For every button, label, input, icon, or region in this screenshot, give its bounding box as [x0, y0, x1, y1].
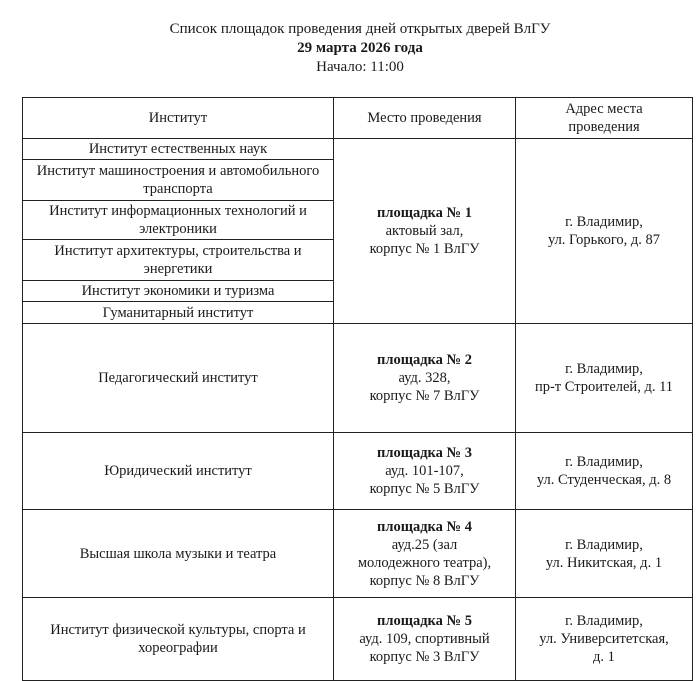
event-date: 29 марта 2026 года — [297, 40, 423, 56]
institute-cell: Высшая школа музыки и театра — [22, 509, 334, 598]
place-cell: площадка № 3 ауд. 101-107, корпус № 5 Вл… — [333, 432, 516, 510]
place-title: площадка № 3 — [376, 445, 473, 461]
institute-cell: Институт естественных наук — [22, 138, 334, 160]
place-cell: площадка № 4 ауд.25 (зал молодежного теа… — [333, 509, 516, 598]
place-line: корпус № 8 ВлГУ — [369, 572, 480, 589]
table-row: Юридический институт площадка № 3 ауд. 1… — [22, 432, 693, 510]
address-line: г. Владимир, — [565, 613, 643, 629]
institute-cell: Институт экономики и туризма — [22, 280, 334, 302]
address-line: ул. Горького, д. 87 — [547, 232, 661, 248]
place-line: ауд. 101-107, — [385, 463, 464, 479]
table-row: Высшая школа музыки и театра площадка № … — [22, 509, 693, 598]
institute-cell: Институт машиностроения и автомобильного… — [22, 159, 334, 201]
place-cell: площадка № 1 актовый зал, корпус № 1 ВлГ… — [333, 138, 516, 324]
column-header-institute: Институт — [22, 97, 334, 139]
table-row: Институт экономики и туризма — [22, 280, 693, 302]
institute-cell: Педагогический институт — [22, 323, 334, 433]
place-line: молодежного театра), — [357, 554, 492, 571]
address-cell: г. Владимир, ул. Студенческая, д. 8 — [515, 432, 693, 510]
address-cell: г. Владимир, ул. Университетская, д. 1 — [515, 597, 693, 681]
place-cell: площадка № 2 ауд. 328, корпус № 7 ВлГУ — [333, 323, 516, 433]
place-title: площадка № 2 — [376, 352, 473, 368]
table-row: Институт естественных наук площадка № 1 … — [22, 138, 693, 324]
place-line: ауд.25 (зал — [391, 536, 458, 553]
institute-cell: Институт архитектуры, строительства и эн… — [22, 239, 334, 281]
place-line: корпус № 3 ВлГУ — [369, 649, 480, 665]
place-line: корпус № 7 ВлГУ — [369, 388, 480, 404]
address-line: д. 1 — [593, 649, 615, 665]
table-row: Институт физической культуры, спорта и х… — [22, 597, 693, 681]
column-header-address: Адрес места проведения — [515, 97, 693, 139]
address-line: г. Владимир, — [565, 454, 643, 470]
address-line: ул. Студенческая, д. 8 — [536, 472, 672, 488]
address-cell: г. Владимир, ул. Никитская, д. 1 — [515, 509, 693, 598]
institute-cell: Юридический институт — [22, 432, 334, 510]
start-time: Начало: 11:00 — [316, 59, 404, 75]
place-title: площадка № 4 — [376, 518, 473, 535]
place-line: корпус № 1 ВлГУ — [369, 241, 480, 257]
place-line: корпус № 5 ВлГУ — [369, 481, 480, 497]
address-line: г. Владимир, — [565, 214, 643, 230]
place-title: площадка № 1 — [376, 205, 473, 221]
address-cell: г. Владимир, ул. Горького, д. 87 — [515, 138, 693, 324]
place-line: ауд. 328, — [398, 370, 451, 386]
place-title: площадка № 5 — [376, 613, 473, 629]
institute-cell: Гуманитарный институт — [22, 301, 334, 324]
place-line: ауд. 109, спортивный — [359, 631, 490, 647]
table-row: Институт машиностроения и автомобильного… — [22, 159, 693, 201]
place-cell: площадка № 5 ауд. 109, спортивный корпус… — [333, 597, 516, 681]
address-cell: г. Владимир, пр-т Строителей, д. 11 — [515, 323, 693, 433]
table-header-row: Институт Место проведения Адрес места пр… — [22, 97, 693, 139]
column-header-place: Место проведения — [333, 97, 516, 139]
document-title: Список площадок проведения дней открытых… — [169, 21, 551, 37]
institute-cell: Институт физической культуры, спорта и х… — [22, 597, 334, 681]
address-line: ул. Университетская, — [539, 631, 669, 647]
institute-cell: Институт информационных технологий и эле… — [22, 200, 334, 240]
address-line: пр-т Строителей, д. 11 — [534, 379, 674, 395]
venues-table: Институт Место проведения Адрес места пр… — [22, 97, 693, 681]
table-row: Институт архитектуры, строительства и эн… — [22, 239, 693, 281]
address-line: г. Владимир, — [565, 361, 643, 377]
address-line: ул. Никитская, д. 1 — [545, 554, 663, 571]
table-row: Педагогический институт площадка № 2 ауд… — [22, 323, 693, 433]
place-line: актовый зал, — [385, 223, 464, 239]
table-row: Институт информационных технологий и эле… — [22, 200, 693, 240]
address-line: г. Владимир, — [565, 536, 643, 553]
